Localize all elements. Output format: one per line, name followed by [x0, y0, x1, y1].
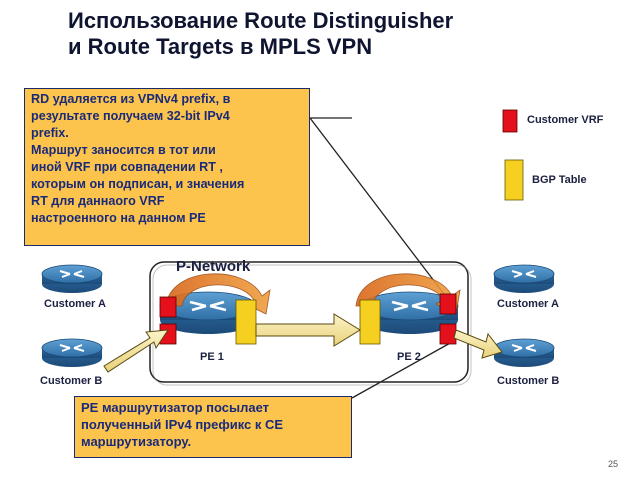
pe1-swirl-arrow	[165, 273, 271, 315]
title-line-2: и Route Targets в MPLS VPN	[68, 34, 373, 59]
left-customer-b-label: Customer B	[40, 375, 103, 387]
note-pe-line-1: PE маршрутизатор посылает	[81, 400, 269, 415]
pe1-vrf-a	[159, 296, 177, 318]
pe1-bgp-table	[235, 299, 257, 345]
note-rd-line-6: которым он подписан, и значения	[31, 177, 245, 191]
pe1-label: PE 1	[200, 351, 224, 363]
legend-vrf-label: Customer VRF	[527, 114, 604, 126]
note-rd-line-4: Маршрут заносится в тот или	[31, 143, 216, 157]
pe2-bgp-table	[359, 299, 381, 345]
note-rd-line-3: prefix.	[31, 126, 69, 140]
arrow-pe1-to-pe2	[255, 313, 361, 347]
right-customer-b-label: Customer B	[497, 375, 560, 387]
pe2-label: PE 2	[397, 351, 421, 363]
arrow-pe2-to-customer-b	[453, 329, 503, 359]
router-pe1	[159, 291, 257, 334]
router-customer-a-right	[493, 264, 555, 293]
p-network-cloud	[149, 261, 469, 383]
leader-line-bottom	[351, 341, 453, 399]
note-pe-line-3: маршрутизатору.	[81, 434, 192, 449]
right-customer-a-label: Customer A	[497, 298, 559, 310]
router-customer-b-left	[41, 338, 103, 367]
left-customer-a-label: Customer A	[44, 298, 106, 310]
pe2-swirl-arrow	[355, 273, 461, 315]
legend-bgp-label: BGP Table	[532, 174, 587, 186]
note-rd-line-1: RD удаляется из VPNv4 prefix, в	[31, 92, 231, 106]
note-pe-sends: PE маршрутизатор посылает полученный IPv…	[74, 396, 352, 458]
legend-bgp-swatch	[504, 159, 524, 201]
leader-line-top	[309, 117, 448, 299]
router-customer-b-right	[493, 338, 555, 367]
note-pe-line-2: полученный IPv4 префикс к CE	[81, 417, 284, 432]
arrow-customer-b-to-pe1	[103, 329, 169, 373]
note-rd-line-7: RT для даннаого VRF	[31, 194, 165, 208]
router-customer-a-left	[41, 264, 103, 293]
router-pe2	[361, 291, 459, 334]
note-rd-line-2: результате получаем 32-bit IPv4	[31, 109, 230, 123]
pe2-vrf-b	[439, 323, 457, 345]
note-rd-line-8: настроенного на данном PE	[31, 211, 206, 225]
legend-vrf-swatch	[502, 109, 518, 133]
slide-title: Использование Route Distinguisher и Rout…	[68, 8, 628, 60]
pe2-vrf-a	[439, 293, 457, 315]
p-network-label: P-Network	[176, 258, 251, 275]
note-rd-line-5: иной VRF при совпадении RT ,	[31, 160, 223, 174]
title-line-1: Использование Route Distinguisher	[68, 8, 454, 33]
note-rd-removed: RD удаляется из VPNv4 prefix, в результа…	[24, 88, 310, 246]
page-number: 25	[607, 459, 618, 469]
